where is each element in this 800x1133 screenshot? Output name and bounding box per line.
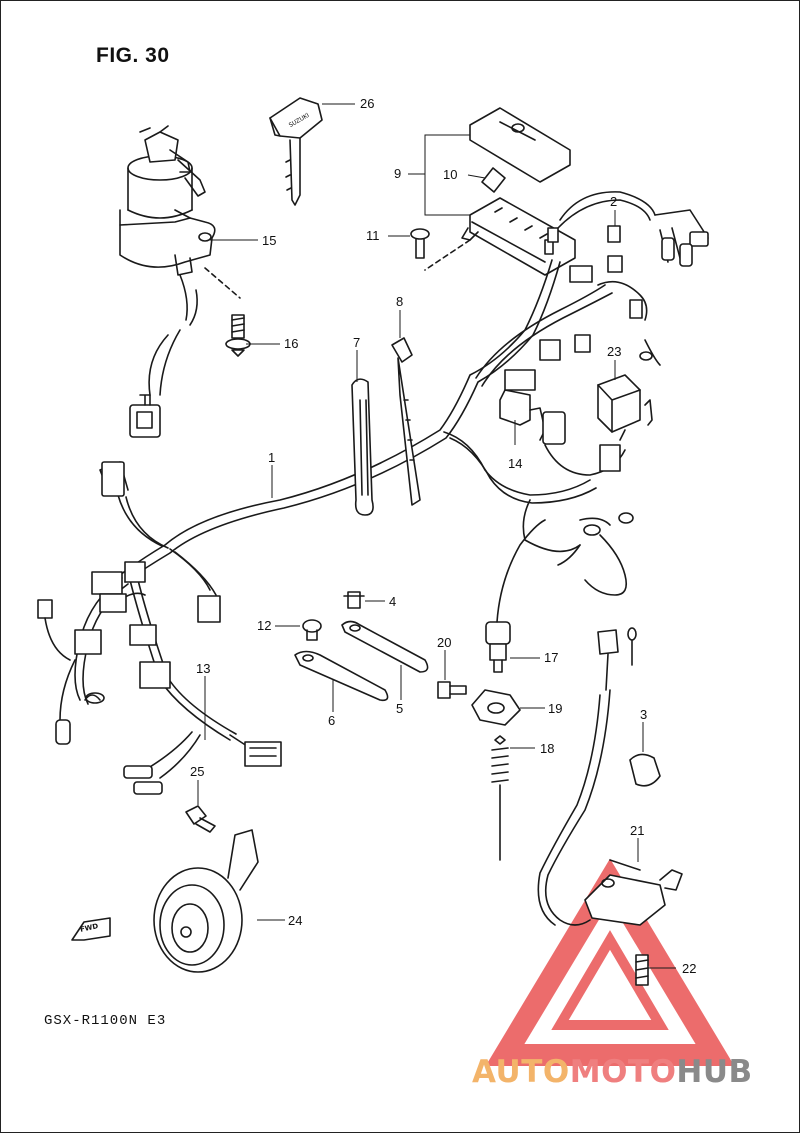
callout-16: 16 xyxy=(284,336,299,351)
callout-9: 9 xyxy=(394,166,402,181)
callout-17: 17 xyxy=(544,650,559,665)
model-code: GSX-R1100N E3 xyxy=(44,1013,167,1029)
bolt-20 xyxy=(437,681,467,699)
cable-strap-8 xyxy=(391,337,421,506)
bolt-22 xyxy=(635,954,649,986)
clamp-6 xyxy=(294,650,389,702)
callout-18: 18 xyxy=(540,741,555,756)
callout-23: 23 xyxy=(607,344,622,359)
callout-8: 8 xyxy=(396,294,404,309)
callout-7: 7 xyxy=(353,335,361,350)
callout-5: 5 xyxy=(396,701,404,716)
fwd-arrow-icon xyxy=(71,917,111,941)
screw-12 xyxy=(302,619,322,641)
main-wiring-harness xyxy=(37,259,634,795)
switch-17 xyxy=(485,519,546,673)
callout-19: 19 xyxy=(548,701,563,716)
spring-18 xyxy=(491,735,509,861)
callout-3: 3 xyxy=(640,707,648,722)
callout-6: 6 xyxy=(328,713,336,728)
callout-11: 11 xyxy=(366,228,380,243)
callout-24: 24 xyxy=(288,913,303,928)
clamp-5 xyxy=(341,620,429,673)
callout-2: 2 xyxy=(610,194,618,209)
callout-10: 10 xyxy=(443,167,458,182)
callout-22: 22 xyxy=(682,961,697,976)
screw-4 xyxy=(343,591,365,609)
part-14-holder xyxy=(499,334,626,476)
ignition-switch xyxy=(119,125,241,438)
fuse-box xyxy=(410,107,576,276)
relay-23 xyxy=(597,374,653,472)
horn-24 xyxy=(153,829,259,973)
watermark-part3: HUB xyxy=(676,1054,753,1090)
callout-12: 12 xyxy=(257,618,272,633)
callout-14: 14 xyxy=(508,456,523,471)
clip-3 xyxy=(629,753,661,787)
callout-leaders xyxy=(197,103,676,969)
callout-20: 20 xyxy=(437,635,452,650)
watermark-part2: MOTO xyxy=(569,1054,677,1090)
callout-13: 13 xyxy=(196,661,211,676)
sidestand-switch-21 xyxy=(537,627,683,926)
figure-title: FIG. 30 xyxy=(96,44,170,67)
callout-4: 4 xyxy=(389,594,397,609)
watermark-text: AUTOMOTOHUB xyxy=(472,1054,753,1090)
watermark-part1: AUTO xyxy=(472,1054,570,1090)
key-part xyxy=(269,97,323,206)
callout-15: 15 xyxy=(262,233,277,248)
callout-26: 26 xyxy=(360,96,375,111)
callout-1: 1 xyxy=(268,450,276,465)
connector-group-right xyxy=(557,191,709,366)
cable-strap-7 xyxy=(351,378,374,516)
bracket-19 xyxy=(471,689,521,726)
callout-21: 21 xyxy=(630,823,645,838)
bolt-25 xyxy=(185,805,216,833)
screw-16 xyxy=(225,314,251,357)
callout-25: 25 xyxy=(190,764,205,779)
